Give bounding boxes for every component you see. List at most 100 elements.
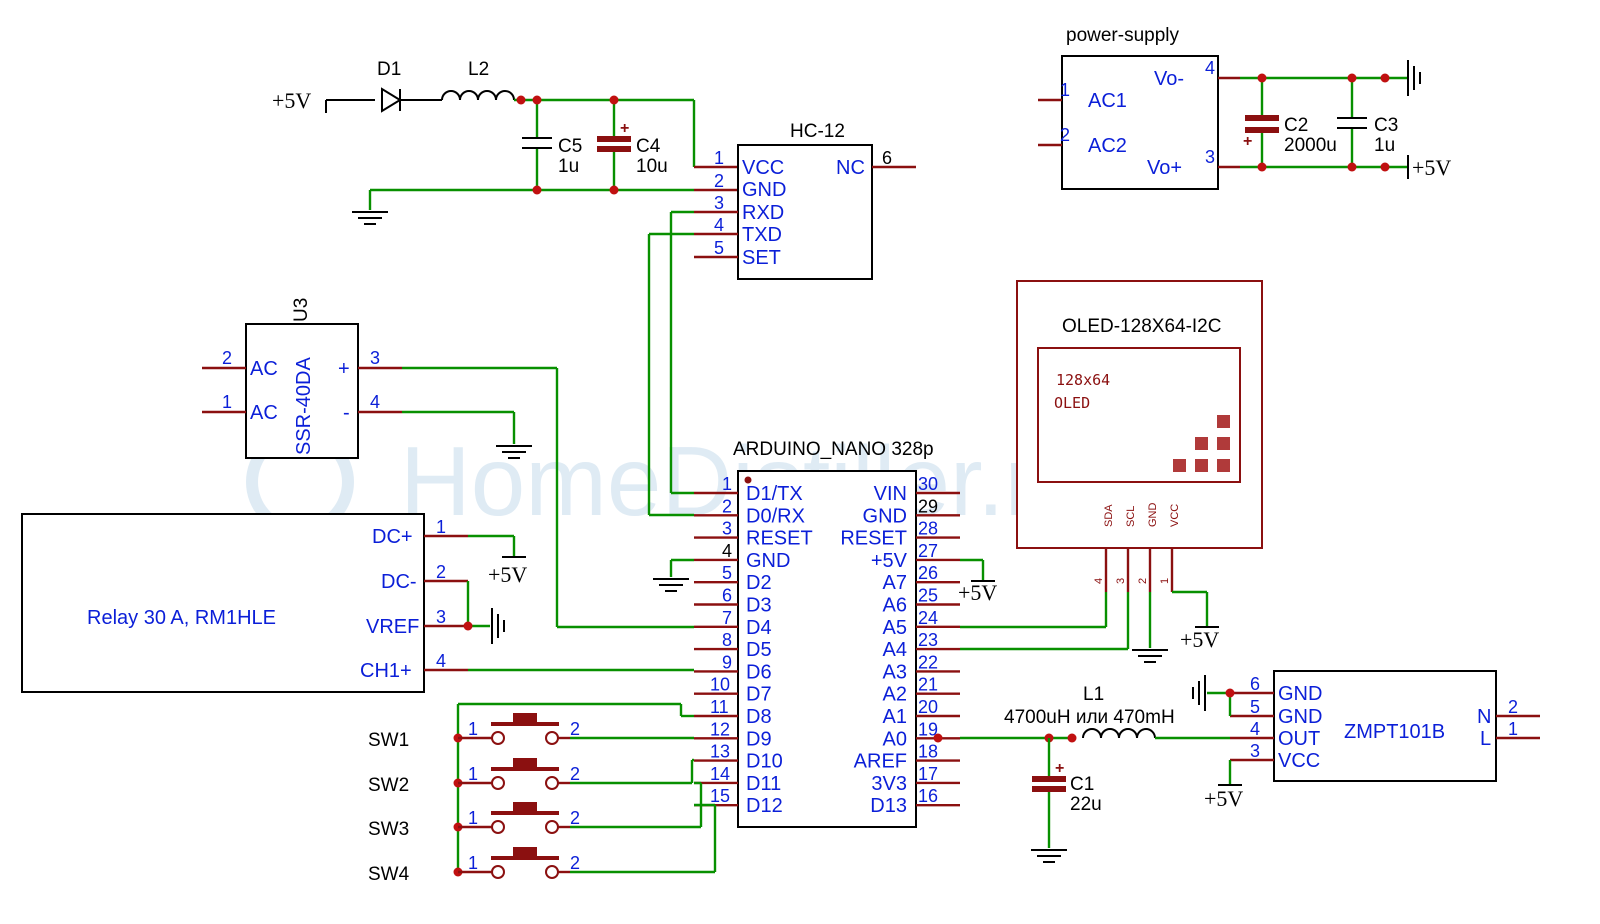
nano-pin-num-16: 16: [918, 786, 938, 806]
svg-text:6: 6: [882, 148, 892, 168]
nano-pin-label-2: D0/RX: [746, 505, 805, 527]
nano-pin-label-30: VIN: [874, 483, 907, 505]
nano-pin-label-13: D10: [746, 751, 783, 773]
svg-text:GND: GND: [1147, 503, 1159, 528]
svg-text:2: 2: [1508, 697, 1518, 717]
svg-text:4: 4: [1250, 719, 1260, 739]
nano-pin-label-17: 3V3: [871, 773, 907, 795]
svg-text:22u: 22u: [1070, 794, 1102, 815]
ssr-ref: U3: [291, 298, 312, 322]
svg-text:4: 4: [1093, 578, 1105, 584]
capacitor-c2: [1245, 115, 1279, 121]
capacitor-c1: [1032, 776, 1066, 782]
svg-text:GND: GND: [1278, 706, 1322, 728]
svg-text:AC: AC: [250, 358, 278, 380]
nano-pin-label-27: +5V: [871, 550, 908, 572]
svg-text:128x64: 128x64: [1056, 371, 1110, 389]
svg-text:4: 4: [436, 651, 446, 671]
ground-symbol: [653, 578, 689, 592]
svg-text:2: 2: [570, 808, 580, 828]
nano-pin-num-20: 20: [918, 697, 938, 717]
svg-text:+5V: +5V: [1180, 627, 1219, 652]
nano-pin-num-13: 13: [710, 742, 730, 762]
nano-pin-label-11: D8: [746, 706, 772, 728]
svg-text:VREF: VREF: [366, 616, 419, 638]
nano-pin-num-27: 27: [918, 541, 938, 561]
svg-text:GND: GND: [742, 179, 786, 201]
nano-pin-label-26: A7: [883, 572, 907, 594]
svg-text:1: 1: [1508, 719, 1518, 739]
svg-text:1: 1: [468, 853, 478, 873]
svg-text:NC: NC: [836, 157, 865, 179]
nano-pin-label-4: GND: [746, 550, 790, 572]
c4-value: 10u: [636, 156, 668, 177]
svg-text:2: 2: [570, 719, 580, 739]
svg-text:C2: C2: [1284, 115, 1308, 136]
svg-text:1: 1: [468, 808, 478, 828]
svg-text:1: 1: [468, 764, 478, 784]
svg-text:2: 2: [570, 853, 580, 873]
ssr-name: SSR-40DA: [293, 357, 315, 455]
hc12-title: HC-12: [790, 121, 845, 142]
svg-text:AC: AC: [250, 402, 278, 424]
svg-text:2: 2: [222, 348, 232, 368]
l2-label: L2: [468, 59, 489, 80]
nano-pin-num-25: 25: [918, 586, 938, 606]
svg-text:2000u: 2000u: [1284, 135, 1337, 156]
nano-pin-label-18: AREF: [854, 751, 907, 773]
nano-pin-num-11: 11: [710, 697, 729, 717]
svg-text:3: 3: [370, 348, 380, 368]
svg-text:3: 3: [1250, 741, 1260, 761]
svg-text:2: 2: [436, 562, 446, 582]
svg-text:1: 1: [714, 148, 724, 168]
nano-pin-num-21: 21: [918, 675, 938, 695]
nano-pin-num-7: 7: [722, 608, 732, 628]
nano-pin-num-29: 29: [918, 496, 938, 516]
nano-pin-num-8: 8: [722, 630, 732, 650]
svg-text:SET: SET: [742, 247, 781, 269]
nano-pin-label-20: A1: [883, 706, 907, 728]
svg-text:RXD: RXD: [742, 202, 784, 224]
svg-text:OUT: OUT: [1278, 728, 1320, 750]
d1-label: D1: [377, 59, 401, 80]
svg-text:+: +: [620, 120, 629, 137]
nano-pin-num-9: 9: [722, 652, 732, 672]
oled-display: OLED-128X64-I2C 128x64 OLED SDA SCL GND …: [960, 280, 1263, 663]
c5-value: 1u: [558, 156, 579, 177]
svg-text:+5V: +5V: [488, 562, 527, 587]
svg-text:1: 1: [222, 392, 232, 412]
svg-text:1: 1: [1159, 578, 1171, 584]
nano-pin-label-10: D7: [746, 684, 772, 706]
nano-pin-label-23: A4: [883, 639, 907, 661]
nano-pin-label-8: D5: [746, 639, 772, 661]
svg-text:3: 3: [1115, 578, 1127, 584]
ground-symbol: [1031, 849, 1067, 863]
ground-symbol: [352, 211, 388, 225]
svg-text:DC+: DC+: [372, 526, 413, 548]
ground-symbol: [1132, 649, 1168, 663]
nano-pin-label-29: GND: [863, 505, 907, 527]
svg-text:1: 1: [468, 719, 478, 739]
ground-symbol: [496, 445, 532, 459]
psu-title: power-supply: [1066, 25, 1179, 46]
nano-pin-label-21: A2: [883, 684, 907, 706]
diode-d1: [381, 87, 402, 113]
svg-text:L1: L1: [1083, 684, 1104, 705]
nano-pin-num-19: 19: [918, 719, 938, 739]
svg-text:5: 5: [1250, 697, 1260, 717]
nano-pin-num-23: 23: [918, 630, 938, 650]
svg-text:3: 3: [1205, 147, 1215, 167]
svg-text:Vo-: Vo-: [1154, 68, 1184, 90]
svg-text:4: 4: [370, 392, 380, 412]
svg-text:+: +: [1055, 760, 1064, 777]
svg-text:2: 2: [570, 764, 580, 784]
svg-text:3: 3: [714, 193, 724, 213]
